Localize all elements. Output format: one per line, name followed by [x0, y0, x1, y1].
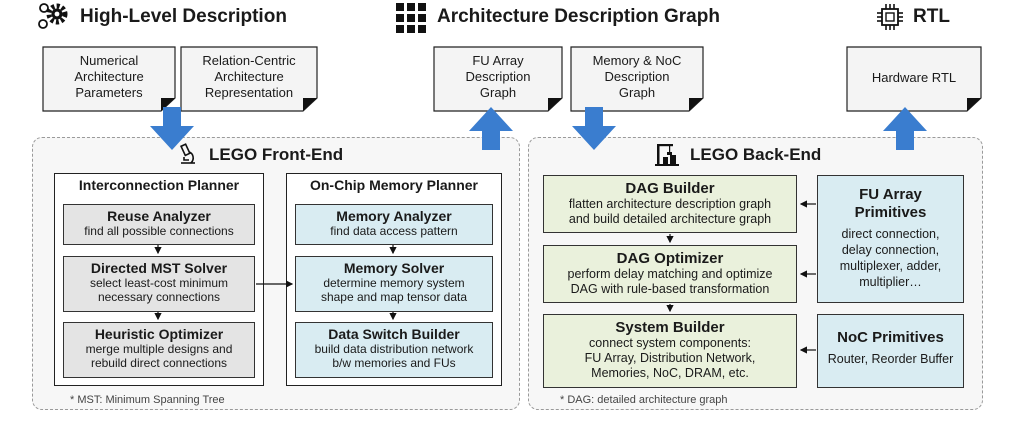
microscope-icon [180, 143, 195, 164]
module-title: DAG Optimizer [616, 250, 724, 267]
numerical-params-doc: Numerical Architecture Parameters [42, 46, 176, 112]
hardware-rtl-doc: Hardware RTL [846, 46, 982, 112]
gears-icon [38, 3, 68, 29]
primitive-desc: Router, Reorder Buffer [827, 352, 954, 366]
system-builder: System Builder connect system components… [543, 314, 797, 388]
relation-centric-label: Relation-Centric Architecture Representa… [202, 53, 296, 100]
relation-centric-doc: Relation-Centric Architecture Representa… [180, 46, 318, 112]
fu-array-graph-doc: FU Array Description Graph [433, 46, 563, 112]
reuse-analyzer: Reuse Analyzer find all possible connect… [63, 204, 255, 245]
fu-array-graph-label: FU Array Description Graph [465, 53, 531, 100]
module-desc: determine memory system shape and map te… [320, 276, 468, 304]
backend-heading: LEGO Back-End [654, 144, 874, 169]
primitive-desc: direct connection, delay connection, mul… [839, 227, 942, 289]
backend-title: LEGO Back-End [690, 145, 822, 164]
doc-shape [846, 46, 982, 112]
crane-icon [655, 144, 679, 166]
memory-graph-arrow-down [572, 107, 616, 150]
high-level-title: High-Level Description [80, 6, 287, 27]
noc-primitives: NoC Primitives Router, Reorder Buffer [817, 314, 964, 388]
high-level-header: High-Level Description [36, 3, 336, 30]
fu-array-primitives: FU Array Primitives direct connection, d… [817, 175, 964, 303]
rtl-title: RTL [913, 6, 950, 27]
directed-mst-solver: Directed MST Solver select least-cost mi… [63, 256, 255, 312]
module-title: Heuristic Optimizer [94, 326, 224, 342]
memory-analyzer: Memory Analyzer find data access pattern [295, 204, 493, 245]
module-desc: connect system components: FU Array, Dis… [584, 336, 756, 380]
chip-icon [877, 4, 903, 30]
memory-planner: On-Chip Memory Planner Memory Analyzer f… [286, 173, 502, 386]
memory-noc-graph-label: Memory & NoC Description Graph [592, 53, 682, 100]
data-switch-builder: Data Switch Builder build data distribut… [295, 322, 493, 378]
heuristic-optimizer: Heuristic Optimizer merge multiple desig… [63, 322, 255, 378]
doc-shape [570, 46, 704, 112]
module-desc: find data access pattern [330, 224, 458, 238]
module-desc: find all possible connections [84, 224, 234, 238]
fu-graph-arrow-up [469, 107, 513, 150]
memory-solver: Memory Solver determine memory system sh… [295, 256, 493, 312]
input-arrow-down [150, 107, 194, 150]
module-title: Directed MST Solver [90, 260, 228, 276]
interconnection-planner: Interconnection Planner Reuse Analyzer f… [54, 173, 264, 386]
adg-title: Architecture Description Graph [437, 6, 720, 27]
doc-shape [180, 46, 318, 112]
interconnection-planner-title: Interconnection Planner [78, 177, 240, 193]
module-desc: merge multiple designs and rebuild direc… [85, 342, 233, 370]
numerical-params-label: Numerical Architecture Parameters [74, 53, 144, 100]
dag-optimizer: DAG Optimizer perform delay matching and… [543, 245, 797, 303]
module-title: Data Switch Builder [328, 326, 460, 342]
module-desc: perform delay matching and optimize DAG … [567, 267, 773, 296]
module-desc: build data distribution network b/w memo… [314, 342, 474, 370]
primitive-title: FU Array Primitives [854, 186, 927, 221]
module-title: Memory Analyzer [336, 208, 452, 224]
rtl-header: RTL [875, 4, 975, 30]
dag-builder: DAG Builder flatten architecture descrip… [543, 175, 797, 233]
hardware-rtl-label: Hardware RTL [871, 70, 957, 85]
adg-header: Architecture Description Graph [395, 3, 755, 33]
module-title: Memory Solver [343, 260, 445, 276]
frontend-title: LEGO Front-End [209, 145, 344, 164]
rtl-arrow-up [883, 107, 927, 150]
primitive-title: NoC Primitives [837, 329, 944, 346]
module-desc: flatten architecture description graph a… [568, 197, 772, 226]
grid-icon [396, 3, 426, 33]
module-desc: select least-cost minimum necessary conn… [89, 276, 229, 304]
mst-footnote: * MST: Minimum Spanning Tree [70, 394, 225, 406]
frontend-heading: LEGO Front-End [175, 143, 395, 169]
module-title: DAG Builder [625, 180, 715, 197]
dag-footnote: * DAG: detailed architecture graph [560, 394, 728, 406]
module-title: System Builder [615, 319, 725, 336]
module-title: Reuse Analyzer [107, 208, 211, 224]
memory-planner-title: On-Chip Memory Planner [309, 177, 479, 193]
doc-shape [433, 46, 563, 112]
memory-noc-graph-doc: Memory & NoC Description Graph [570, 46, 704, 112]
